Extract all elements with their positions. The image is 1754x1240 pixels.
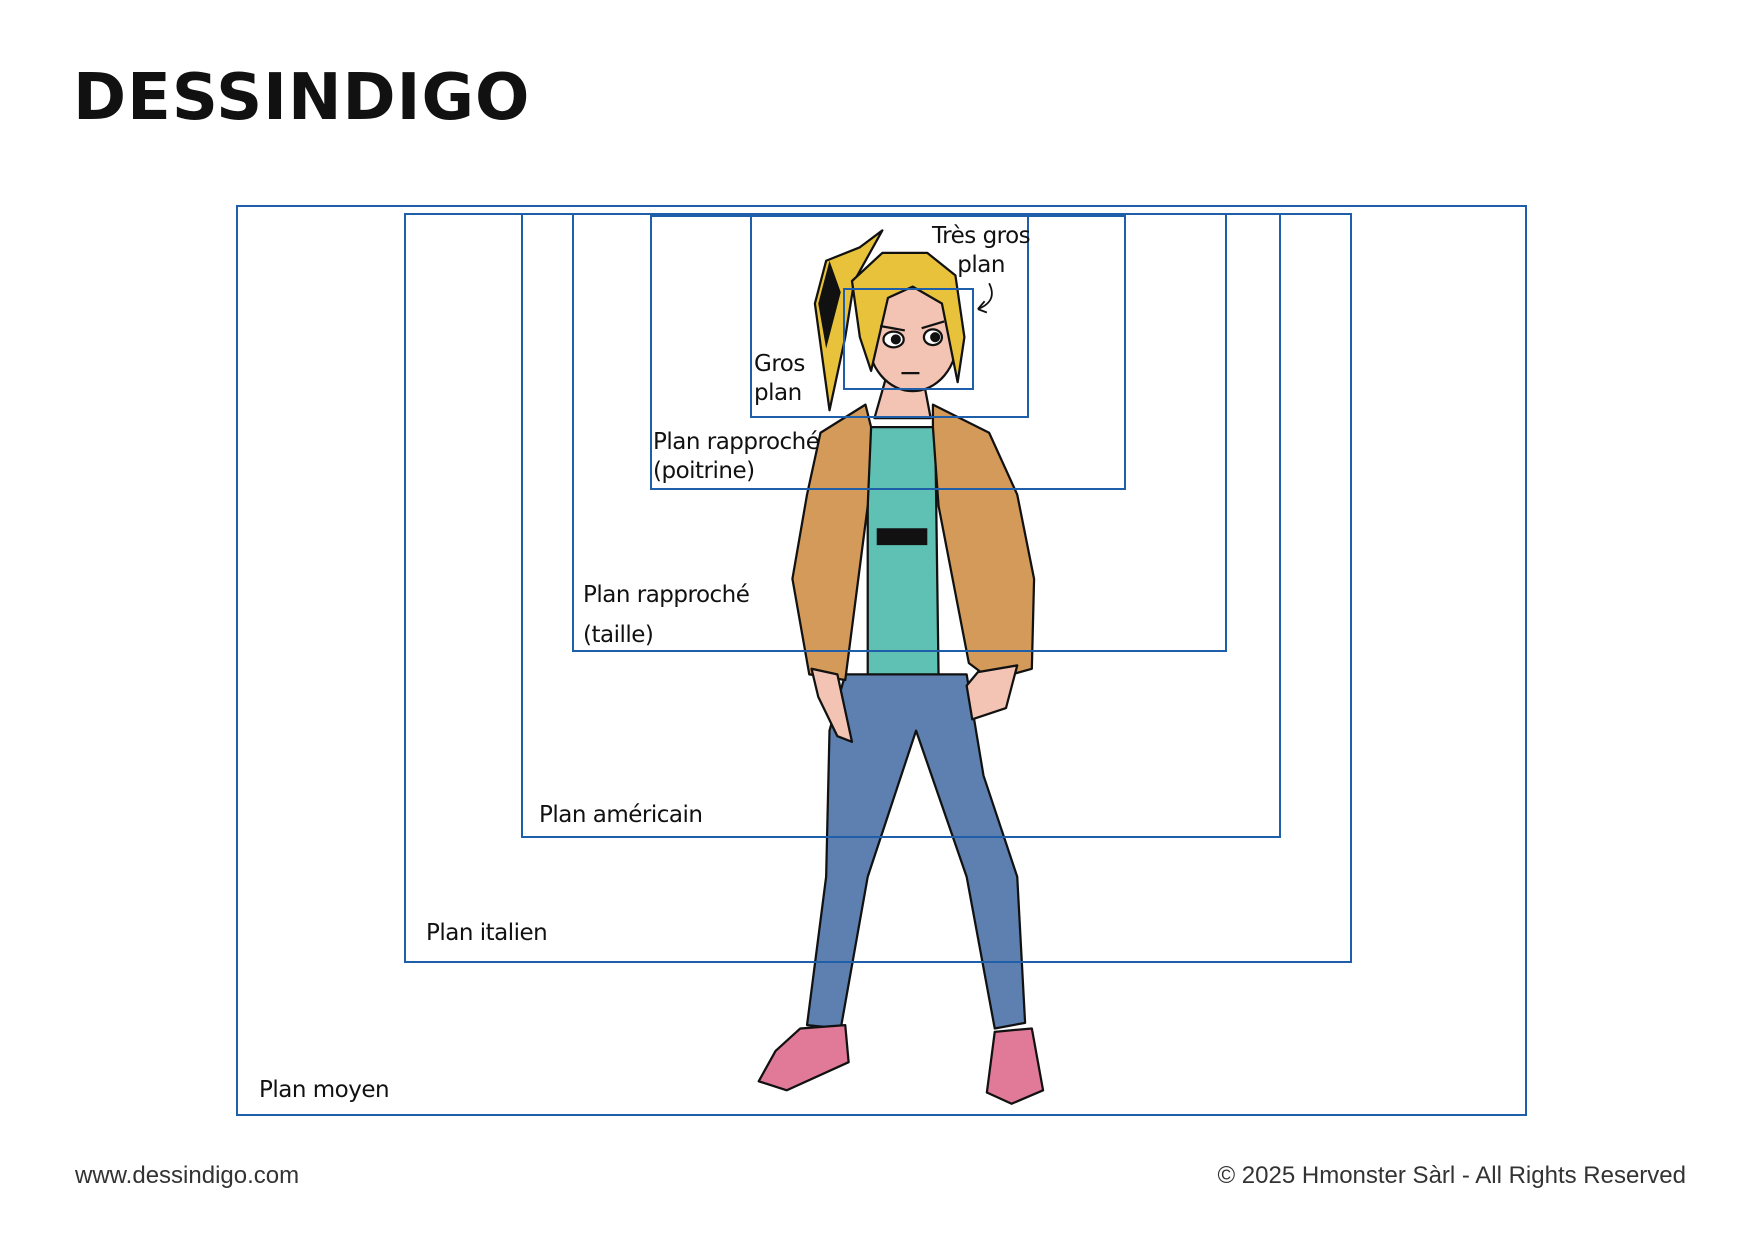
shirt-shadow — [876, 528, 928, 546]
label-line: (taille) — [583, 622, 654, 648]
label-line: Gros — [754, 351, 805, 377]
jeans — [805, 673, 1027, 1030]
label-line: plan — [754, 380, 802, 406]
label-line: Très gros — [932, 223, 1031, 249]
label-tres-gros-plan: Très gros plan — [932, 222, 1031, 280]
right-hand — [965, 664, 1019, 721]
frame-plan-rapproche-taille — [572, 213, 1227, 652]
website-link[interactable]: www.dessindigo.com — [75, 1162, 300, 1189]
label-line: Plan rapproché — [653, 429, 820, 455]
frame-plan-moyen — [236, 205, 1527, 1116]
label-plan-rapproche-taille: Plan rapproché (taille) — [583, 575, 750, 655]
right-shoe — [985, 1027, 1045, 1105]
copyright: © 2025 Hmonster Sàrl - All Rights Reserv… — [1217, 1162, 1686, 1189]
ponytail-shadow — [818, 260, 841, 349]
label-plan-americain: Plan américain — [539, 802, 703, 828]
label-plan-rapproche-poitrine: Plan rapproché (poitrine) — [653, 428, 820, 486]
label-plan-moyen: Plan moyen — [259, 1077, 390, 1103]
frame-gros-plan — [750, 215, 1029, 418]
label-line: Plan rapproché — [583, 582, 750, 608]
label-plan-italien: Plan italien — [426, 920, 548, 946]
arrow-icon — [977, 282, 993, 314]
frame-tres-gros-plan — [843, 288, 974, 390]
label-line: plan — [957, 252, 1005, 278]
left-pupil — [890, 334, 901, 345]
right-pupil — [930, 332, 941, 343]
left-hand — [810, 667, 854, 743]
jacket-left — [791, 403, 873, 682]
label-line: (poitrine) — [653, 458, 755, 484]
logo: DESSINDIGO — [73, 61, 531, 135]
hair — [850, 251, 966, 384]
left-shoe — [757, 1023, 850, 1092]
eyebrows — [879, 320, 945, 332]
label-gros-plan: Gros plan — [754, 350, 805, 408]
